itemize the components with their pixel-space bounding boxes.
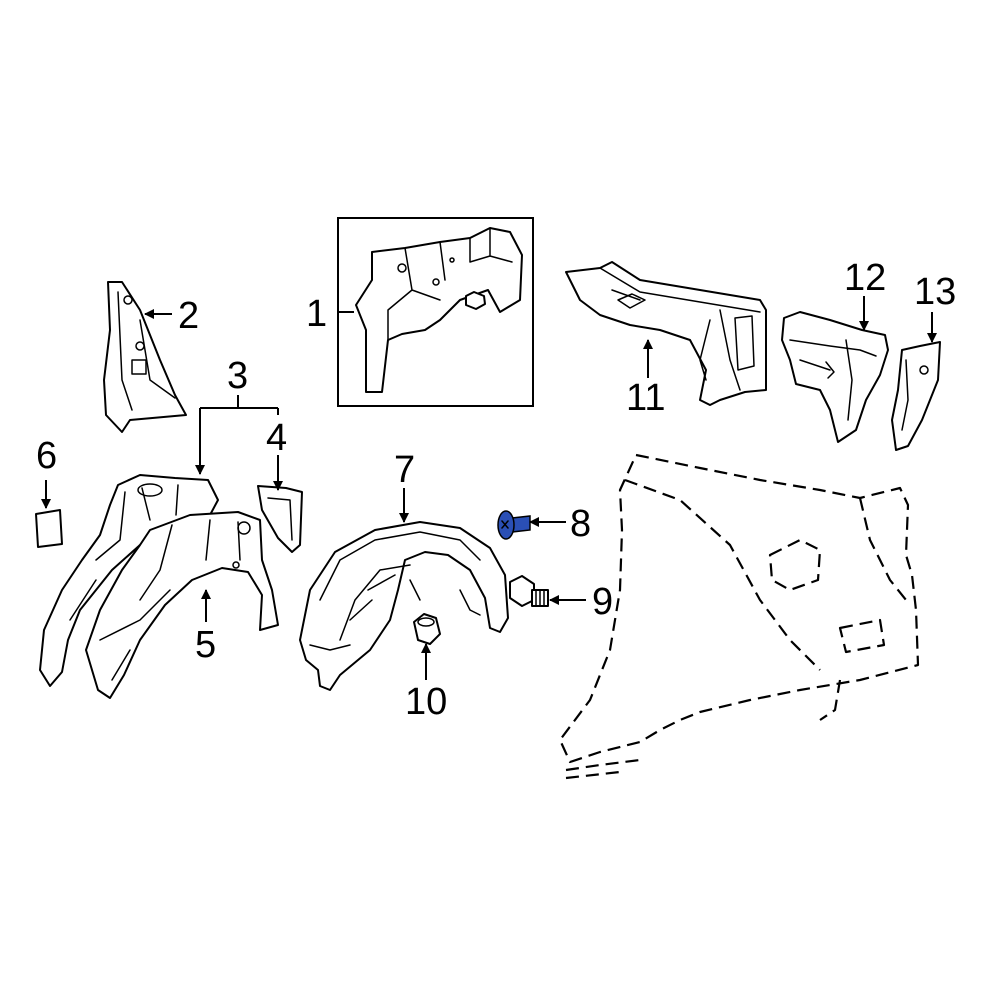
quarter-panel-outline	[558, 453, 920, 780]
callout-12: 12	[844, 257, 886, 299]
callout-4: 4	[266, 417, 287, 459]
part-2-gusset[interactable]	[103, 281, 187, 433]
part-11-quarter-inner[interactable]	[565, 261, 767, 406]
callout-3: 3	[227, 355, 248, 397]
callout-1: 1	[306, 293, 327, 335]
part-3-wheelhouse-outer[interactable]	[39, 474, 219, 687]
part-8-clip[interactable]	[497, 510, 531, 540]
callout-11: 11	[626, 377, 665, 419]
callout-2: 2	[178, 295, 199, 337]
part-1-bracket-group[interactable]	[337, 217, 534, 407]
part-13-reinforcement[interactable]	[891, 341, 941, 451]
part-1-nut	[465, 291, 486, 310]
part-4-bracket[interactable]	[257, 485, 303, 553]
callout-13: 13	[914, 271, 956, 313]
callout-10: 10	[405, 681, 447, 723]
part-1-bracket	[355, 227, 523, 393]
part-10-nut[interactable]	[413, 613, 441, 645]
callout-8: 8	[570, 503, 591, 545]
leader-lines	[41, 296, 937, 680]
part-6-pad[interactable]	[35, 509, 63, 548]
callout-6: 6	[36, 435, 57, 477]
part-5-wheelhouse-inner[interactable]	[85, 511, 279, 699]
callout-5: 5	[195, 624, 216, 666]
part-7-wheel-liner[interactable]	[299, 521, 509, 691]
callout-9: 9	[592, 581, 613, 623]
part-9-bolt[interactable]	[509, 575, 549, 607]
callout-7: 7	[394, 449, 415, 491]
part-12-extension[interactable]	[781, 311, 889, 443]
